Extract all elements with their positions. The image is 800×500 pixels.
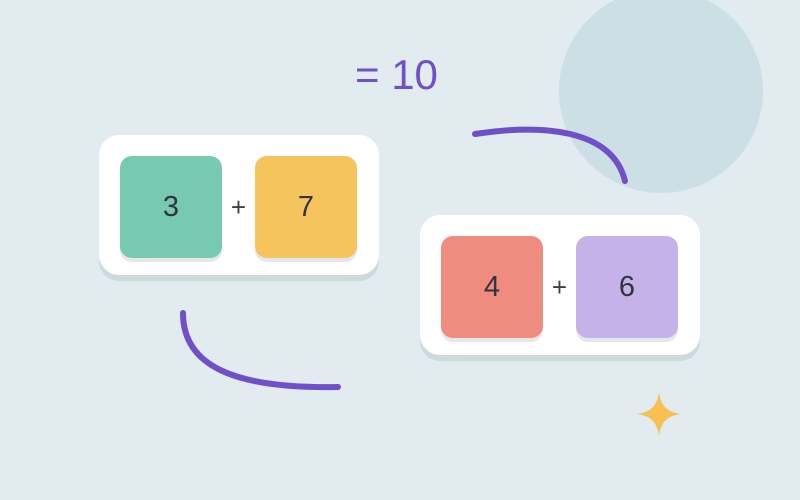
number-tile-7[interactable]: 7 [255, 156, 357, 258]
sparkle-icon [637, 392, 681, 436]
plus-sign: + [551, 272, 568, 302]
plus-sign: + [230, 192, 247, 222]
lower-connector-arc [180, 310, 341, 391]
background-circle [559, 0, 763, 193]
number-tile-3[interactable]: 3 [120, 156, 222, 258]
addition-card-1: 3 + 7 [99, 135, 379, 275]
equation-result: = 10 [355, 51, 438, 98]
addition-card-2: 4 + 6 [420, 215, 700, 355]
number-tile-6[interactable]: 6 [576, 236, 678, 338]
number-tile-4[interactable]: 4 [441, 236, 543, 338]
